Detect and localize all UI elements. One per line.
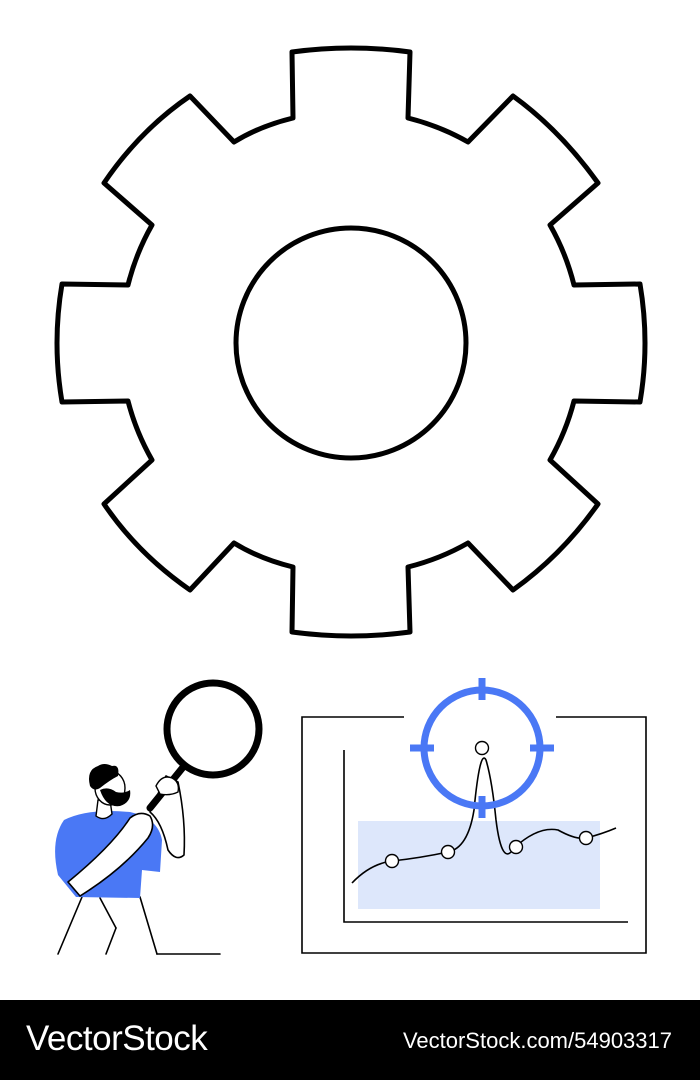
gear-outline [54, 45, 648, 639]
target-crosshair-icon [410, 678, 554, 818]
watermark-brand: VectorStock [26, 1019, 208, 1058]
gear-center-hole [233, 225, 469, 461]
chart-point [474, 740, 490, 756]
chart-point [440, 844, 456, 860]
person-crossing-arm [67, 812, 154, 897]
watermark-image-id: VectorStock.com/54903317 [402, 1028, 672, 1053]
chart-points [384, 740, 594, 869]
chart-point [578, 830, 594, 846]
chart-highlight-band [358, 821, 600, 909]
chart-point [508, 839, 524, 855]
line-chart-icon [301, 678, 647, 954]
chart-frame [301, 716, 647, 954]
watermark-bar: VectorStock VectorStock.com/54903317 [0, 1000, 700, 1080]
illustration-canvas [54, 45, 648, 955]
chart-point [384, 853, 400, 869]
person-figure [55, 679, 263, 955]
person-legs [57, 896, 221, 955]
gear-icon [54, 45, 648, 639]
chart-line [351, 757, 617, 884]
person-hand [155, 776, 180, 796]
person-hair [89, 764, 119, 790]
magnifying-glass-lens [163, 679, 263, 779]
chart-axes [343, 750, 628, 923]
person-beard [100, 788, 131, 807]
